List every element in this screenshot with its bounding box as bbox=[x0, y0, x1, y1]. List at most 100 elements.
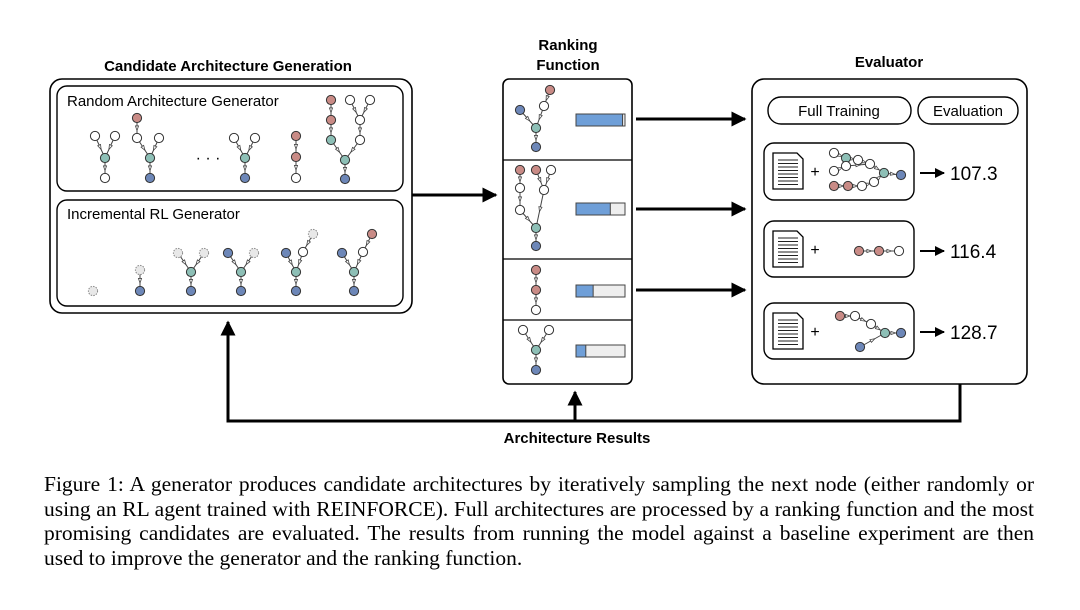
graph-node bbox=[249, 132, 261, 144]
edge-arrowhead bbox=[140, 144, 146, 152]
edge-arrowhead bbox=[293, 165, 299, 172]
edge-arrowhead bbox=[866, 248, 873, 254]
edge-arrowhead bbox=[97, 143, 102, 151]
graph-node bbox=[357, 246, 369, 258]
ranked-arch-1 bbox=[514, 84, 556, 153]
edge-arrowhead bbox=[293, 144, 299, 151]
edge-arrowhead bbox=[874, 325, 882, 331]
architecture-search-diagram: Candidate Architecture Generation Rankin… bbox=[49, 37, 1028, 447]
graph-node bbox=[873, 245, 885, 257]
graph-node bbox=[134, 264, 146, 276]
random-arch-1 bbox=[89, 130, 121, 184]
random-arch-4 bbox=[290, 130, 302, 184]
eval-result-1: 107.3 bbox=[950, 164, 998, 185]
edge-arrowhead bbox=[365, 239, 371, 247]
graph-node bbox=[239, 172, 251, 184]
feedback-label: Architecture Results bbox=[504, 430, 651, 447]
evaluation-label: Evaluation bbox=[933, 103, 1003, 120]
edge-arrowhead bbox=[533, 297, 539, 304]
graph-node bbox=[868, 176, 880, 188]
graph-node bbox=[239, 152, 251, 164]
eval-arch-3 bbox=[834, 310, 907, 353]
graph-node bbox=[290, 151, 302, 163]
graph-node bbox=[828, 180, 840, 192]
edge-arrowhead bbox=[238, 279, 244, 286]
graph-node bbox=[235, 266, 247, 278]
ranking-score-bars bbox=[575, 113, 626, 358]
edge-arrowhead bbox=[287, 259, 293, 266]
graph-node bbox=[545, 164, 557, 176]
edge-arrowhead bbox=[517, 196, 523, 203]
edge-arrowhead bbox=[352, 106, 357, 114]
graph-node bbox=[172, 247, 184, 259]
graph-node bbox=[530, 264, 542, 276]
graph-node bbox=[530, 240, 542, 252]
score-bar-fill bbox=[575, 344, 587, 358]
edge-arrowhead bbox=[533, 357, 539, 364]
graph-node bbox=[222, 247, 234, 259]
edge-arrowhead bbox=[236, 144, 242, 152]
graph-node bbox=[144, 152, 156, 164]
graph-node bbox=[878, 167, 890, 179]
score-bar-fill bbox=[575, 113, 624, 127]
random-generator-label: Random Architecture Generator bbox=[67, 93, 279, 110]
graph-node bbox=[325, 94, 337, 106]
graph-node bbox=[828, 165, 840, 177]
graph-node bbox=[280, 247, 292, 259]
graph-node bbox=[336, 247, 348, 259]
incremental-arch-3 bbox=[172, 247, 210, 297]
edge-arrowhead bbox=[869, 338, 876, 344]
incremental-arch-1 bbox=[87, 285, 99, 297]
graph-node bbox=[514, 182, 526, 194]
edge-arrowhead bbox=[134, 125, 140, 132]
edge-arrowhead bbox=[350, 146, 356, 154]
graph-node bbox=[185, 266, 197, 278]
graph-node bbox=[235, 285, 247, 297]
graph-node bbox=[514, 164, 526, 176]
edge-arrowhead bbox=[242, 165, 248, 172]
feedback-arrow-to-generator bbox=[220, 320, 962, 423]
evaluator-title: Evaluator bbox=[855, 54, 924, 71]
edge-arrowhead bbox=[357, 127, 363, 134]
edge-arrowhead bbox=[328, 127, 334, 134]
edge-arrowhead bbox=[248, 144, 253, 152]
graph-node bbox=[348, 285, 360, 297]
graph-node bbox=[87, 285, 99, 297]
edge-arrowhead bbox=[306, 239, 312, 247]
graph-node bbox=[290, 172, 302, 184]
edge-arrowhead bbox=[845, 313, 852, 319]
training-document-2 bbox=[772, 230, 804, 268]
evaluation-graphics bbox=[772, 147, 907, 353]
eval-row-2-plus: + bbox=[810, 242, 819, 259]
graph-node bbox=[538, 184, 550, 196]
eval-result-2: 116.4 bbox=[950, 242, 997, 263]
edge-arrowhead bbox=[873, 165, 881, 171]
graph-node bbox=[538, 100, 550, 112]
graph-node bbox=[544, 84, 556, 96]
random-arch-5 bbox=[325, 94, 376, 185]
full-training-label: Full Training bbox=[798, 103, 880, 120]
graph-node bbox=[290, 285, 302, 297]
edge-arrowhead bbox=[102, 165, 108, 172]
edge-arrowhead bbox=[195, 259, 201, 266]
edge-arrowhead bbox=[351, 279, 357, 286]
graph-node bbox=[348, 266, 360, 278]
edge-arrowhead bbox=[538, 113, 543, 121]
graph-node bbox=[325, 134, 337, 146]
graph-node bbox=[893, 245, 905, 257]
edge-arrowhead bbox=[231, 259, 237, 266]
edge-arrowhead bbox=[342, 167, 348, 174]
graph-node bbox=[895, 327, 907, 339]
edge-arrowhead bbox=[533, 277, 539, 284]
edge-arrowhead bbox=[886, 248, 893, 254]
edge-arrowhead bbox=[859, 317, 867, 322]
random-architectures bbox=[89, 94, 376, 185]
graph-node bbox=[834, 310, 846, 322]
edge-arrowhead bbox=[147, 165, 153, 172]
incremental-arch-4 bbox=[222, 247, 260, 297]
random-arch-3 bbox=[228, 132, 261, 184]
graph-node bbox=[228, 132, 240, 144]
edge-arrowhead bbox=[526, 336, 532, 344]
graph-node bbox=[856, 180, 868, 192]
ranked-arch-3 bbox=[530, 264, 542, 316]
